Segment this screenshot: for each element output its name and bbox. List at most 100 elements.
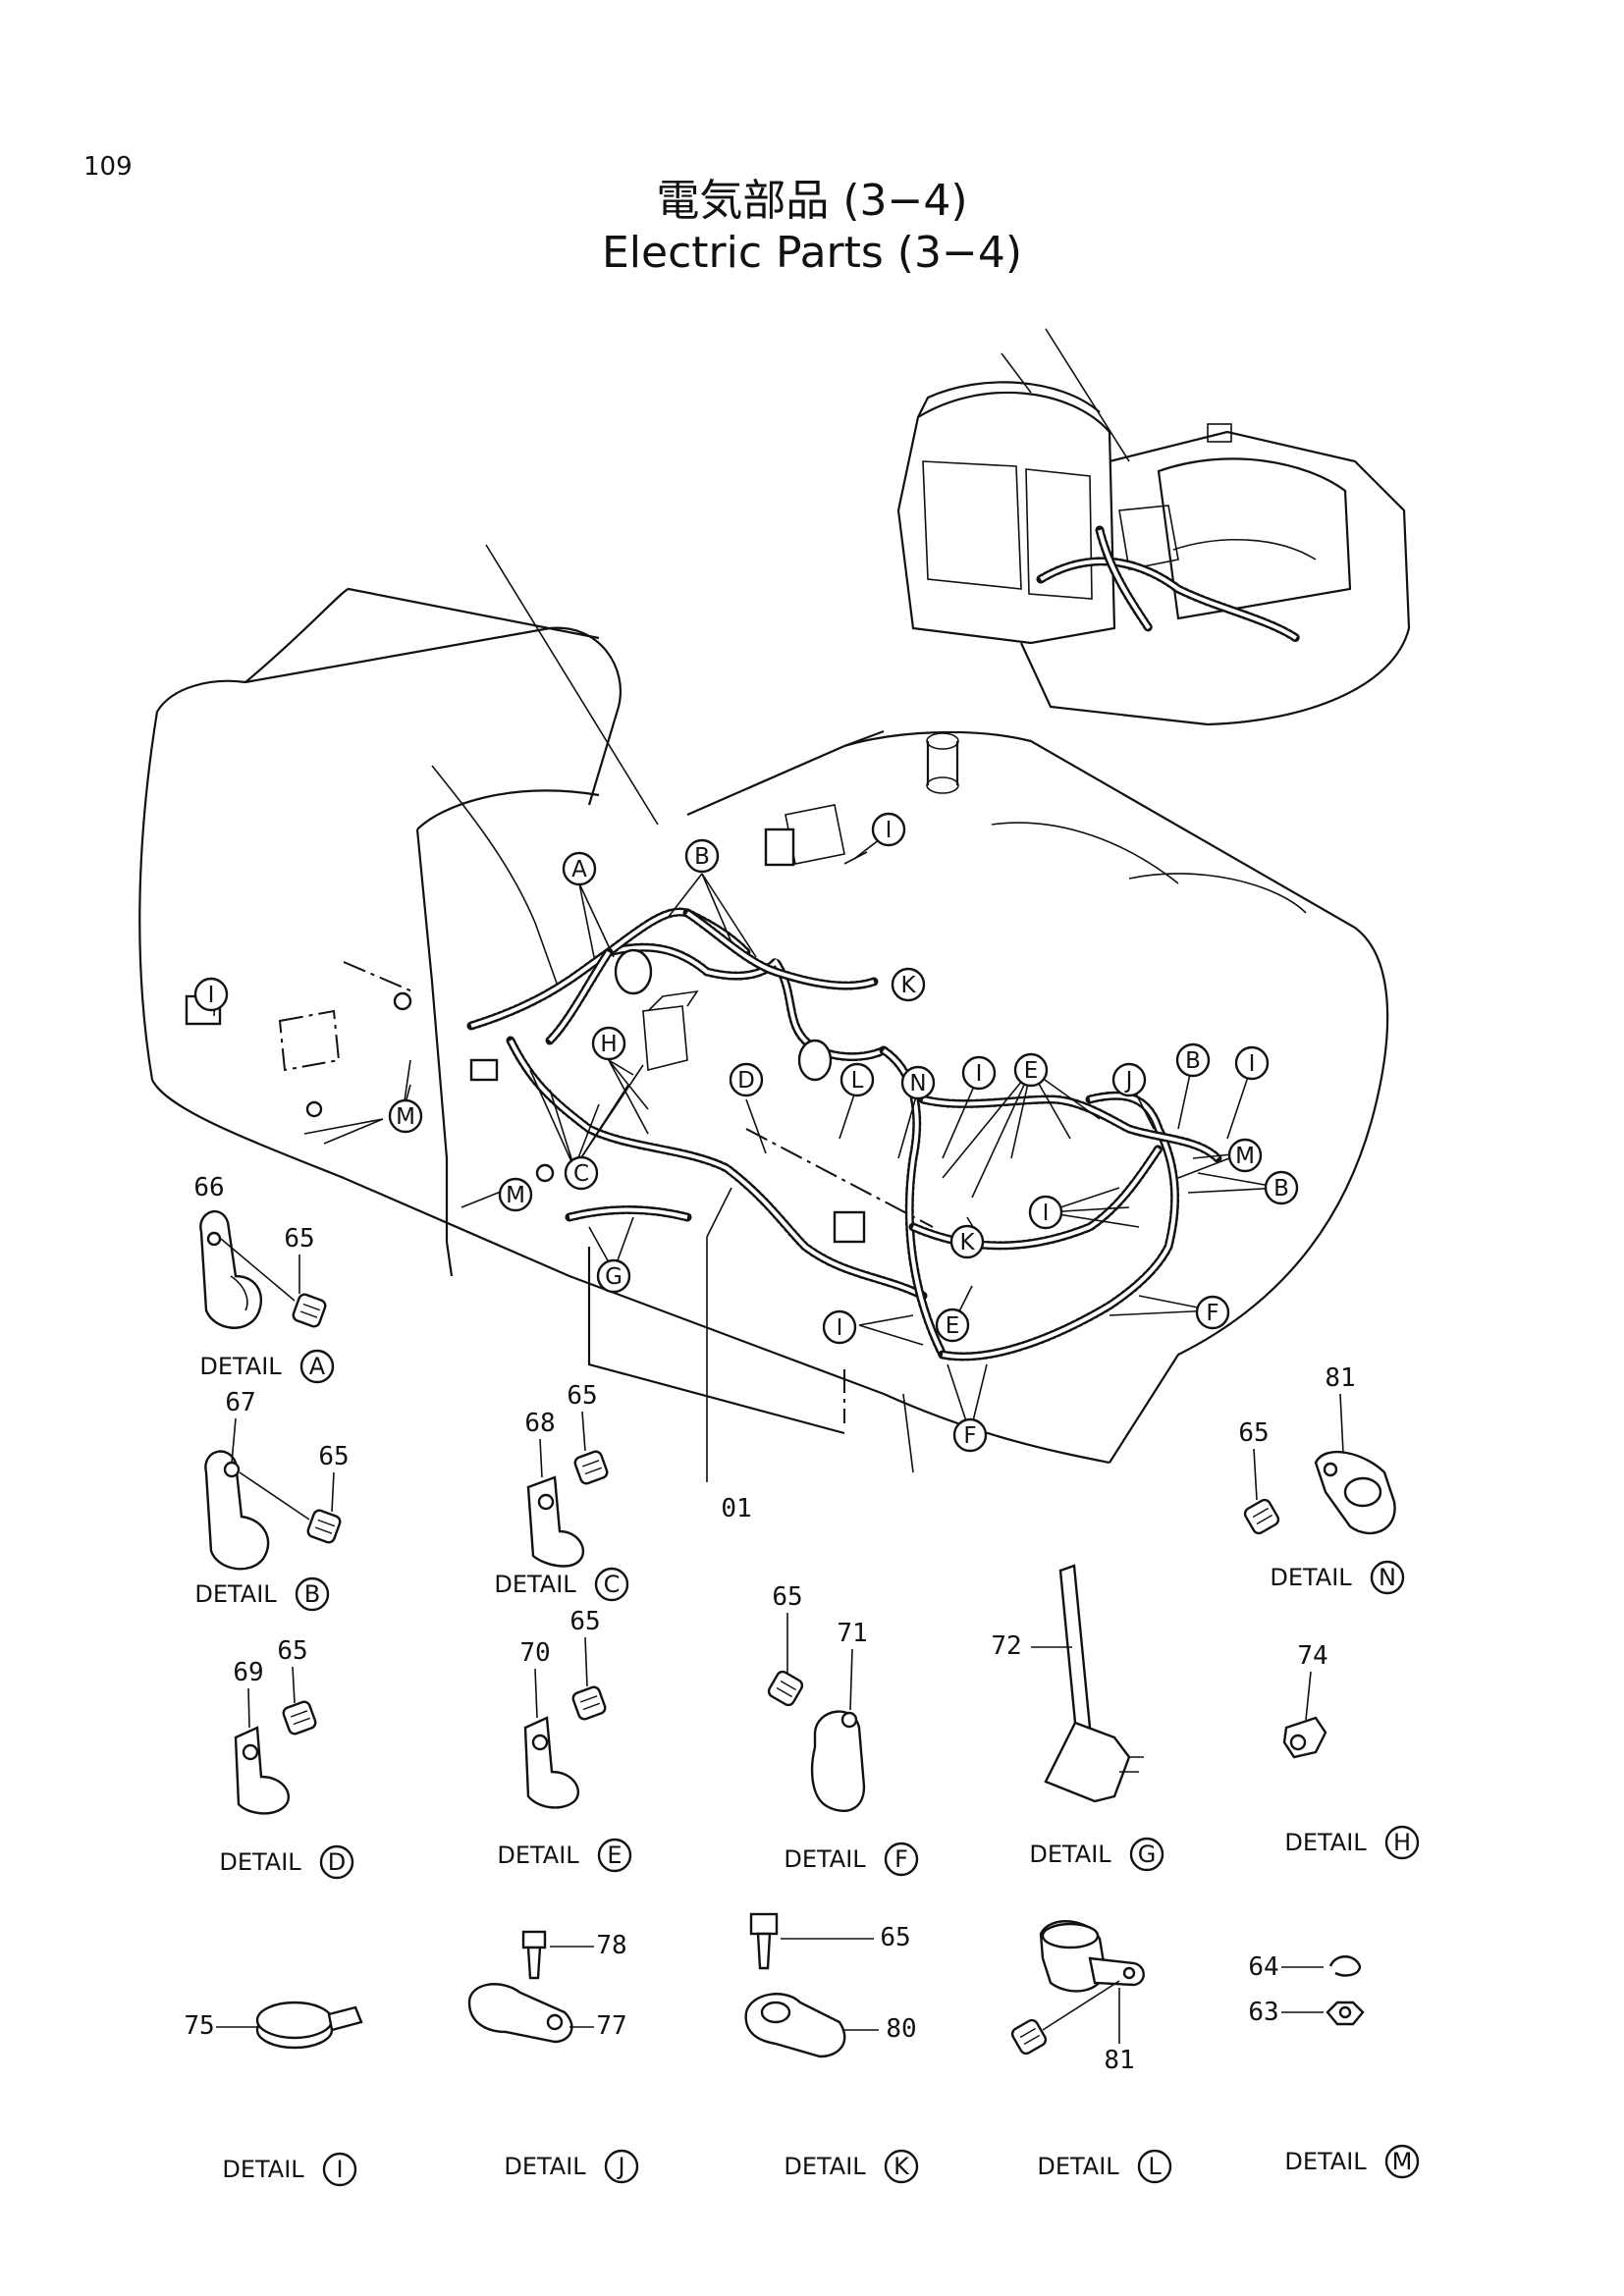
detail-n-label: DETAIL: [1270, 1564, 1352, 1591]
detail-e-letter: E: [607, 1842, 622, 1869]
detail-b-letter: B: [304, 1580, 320, 1608]
callout-f-bottom: F: [963, 1423, 976, 1449]
detail-c-part-68: 68: [524, 1409, 555, 1438]
callout-m-left: M: [396, 1104, 415, 1130]
detail-l: 81 DETAIL L: [1008, 1920, 1172, 2184]
detail-a-letter: A: [309, 1353, 326, 1380]
detail-l-label: DETAIL: [1037, 2153, 1119, 2180]
detail-g: 72 DETAIL G: [991, 1564, 1164, 1872]
callout-i-center: I: [976, 1061, 983, 1087]
detail-n-part-65: 65: [1238, 1418, 1269, 1448]
detail-j-part-77: 77: [596, 2011, 626, 2041]
callout-k-top: K: [900, 973, 916, 998]
callout-i-lower-left: I: [837, 1315, 843, 1341]
detail-c-part-65: 65: [567, 1381, 597, 1411]
callout-j: J: [1124, 1068, 1133, 1094]
callout-a: A: [571, 857, 587, 882]
detail-g-label: DETAIL: [1029, 1841, 1111, 1868]
detail-c: 68 65 DETAIL C: [494, 1381, 629, 1602]
page-number: 109: [83, 152, 133, 182]
detail-g-part-72: 72: [991, 1631, 1021, 1661]
detail-c-label: DETAIL: [494, 1571, 576, 1598]
detail-n: 81 65 DETAIL N: [1238, 1363, 1405, 1595]
callout-d: D: [737, 1068, 755, 1094]
detail-f-letter: F: [894, 1845, 908, 1873]
detail-k-label: DETAIL: [784, 2153, 866, 2180]
detail-h-letter: H: [1393, 1829, 1411, 1856]
callout-k-lower: K: [959, 1230, 975, 1255]
callout-l: L: [851, 1068, 864, 1094]
detail-k-letter: K: [893, 2153, 910, 2180]
detail-m: 64 63 DETAIL M: [1248, 1952, 1420, 2179]
detail-n-letter: N: [1379, 1564, 1396, 1591]
detail-l-part-81: 81: [1104, 2046, 1134, 2075]
detail-b-part-65: 65: [318, 1442, 349, 1471]
detail-k: 65 80 DETAIL K: [744, 1912, 919, 2184]
callout-m-lower: M: [506, 1183, 525, 1208]
detail-b-label: DETAIL: [194, 1580, 277, 1608]
detail-d-label: DETAIL: [219, 1848, 301, 1876]
detail-b: 67 65 DETAIL B: [194, 1388, 350, 1612]
detail-f-part-71: 71: [837, 1619, 867, 1648]
callout-m-right: M: [1235, 1144, 1255, 1169]
detail-f: 65 71 DETAIL F: [765, 1582, 919, 1877]
detail-j-label: DETAIL: [504, 2153, 586, 2180]
detail-h: 74 DETAIL H: [1282, 1641, 1420, 1860]
detail-i-part-75: 75: [184, 2011, 214, 2041]
detail-d-part-69: 69: [233, 1658, 263, 1687]
detail-f-part-65: 65: [772, 1582, 802, 1612]
detail-a-part-66: 66: [193, 1173, 224, 1202]
detail-m-part-64: 64: [1248, 1952, 1278, 1982]
callout-b-far-right: B: [1273, 1176, 1289, 1201]
detail-i-letter: I: [336, 2156, 343, 2183]
callout-h: H: [600, 1032, 617, 1057]
detail-g-letter: G: [1138, 1841, 1157, 1868]
detail-a: 66 65 DETAIL A: [193, 1173, 335, 1384]
detail-l-letter: L: [1148, 2153, 1162, 2180]
detail-e-part-70: 70: [519, 1638, 550, 1668]
detail-e-label: DETAIL: [497, 1842, 579, 1869]
main-callouts: A B B B C D E E F F G H I I I I I I J K …: [193, 812, 1299, 1523]
detail-d: 69 65 DETAIL D: [219, 1636, 354, 1880]
callout-i-lower-right: I: [1043, 1201, 1050, 1226]
main-wiring-harness: [185, 828, 1222, 1362]
callout-i-left: I: [208, 983, 215, 1008]
detail-i: 75 DETAIL I: [184, 2001, 363, 2187]
detail-k-part-65: 65: [880, 1923, 910, 1952]
excavator-overview-illustration: [896, 328, 1411, 726]
callout-c: C: [573, 1161, 589, 1187]
detail-j: 78 77 DETAIL J: [467, 1930, 639, 2184]
detail-i-label: DETAIL: [222, 2156, 304, 2183]
detail-m-part-63: 63: [1248, 1998, 1278, 2027]
detail-h-part-74: 74: [1297, 1641, 1327, 1671]
detail-d-part-65: 65: [277, 1636, 307, 1666]
cab-and-floor-outline: [138, 544, 1389, 1473]
detail-j-part-78: 78: [596, 1931, 626, 1960]
detail-m-letter: M: [1392, 2148, 1413, 2175]
callout-leaders: [213, 831, 1282, 1482]
detail-f-label: DETAIL: [784, 1845, 866, 1873]
callout-f-right: F: [1206, 1301, 1218, 1326]
detail-a-label: DETAIL: [199, 1353, 282, 1380]
detail-a-part-65: 65: [284, 1224, 314, 1254]
detail-k-part-80: 80: [886, 2014, 916, 2044]
detail-b-part-67: 67: [225, 1388, 255, 1417]
detail-m-label: DETAIL: [1284, 2148, 1367, 2175]
detail-n-part-81: 81: [1325, 1363, 1355, 1393]
callout-g: G: [605, 1264, 623, 1290]
callout-i-tank: I: [886, 818, 893, 843]
detail-h-label: DETAIL: [1284, 1829, 1367, 1856]
detail-c-letter: C: [604, 1571, 621, 1598]
title-english: Electric Parts (3−4): [602, 228, 1022, 278]
callout-e-top: E: [1024, 1058, 1039, 1084]
detail-e-part-65: 65: [569, 1607, 600, 1636]
callout-b-top: B: [694, 844, 710, 870]
harness-part-number: 01: [721, 1494, 751, 1523]
callout-e-bottom: E: [946, 1313, 960, 1339]
detail-e: 70 65 DETAIL E: [497, 1607, 632, 1873]
callout-b-right: B: [1185, 1048, 1201, 1074]
detail-d-letter: D: [328, 1848, 346, 1876]
title-japanese: 電気部品 (3−4): [656, 176, 968, 226]
detail-j-letter: J: [616, 2153, 624, 2180]
